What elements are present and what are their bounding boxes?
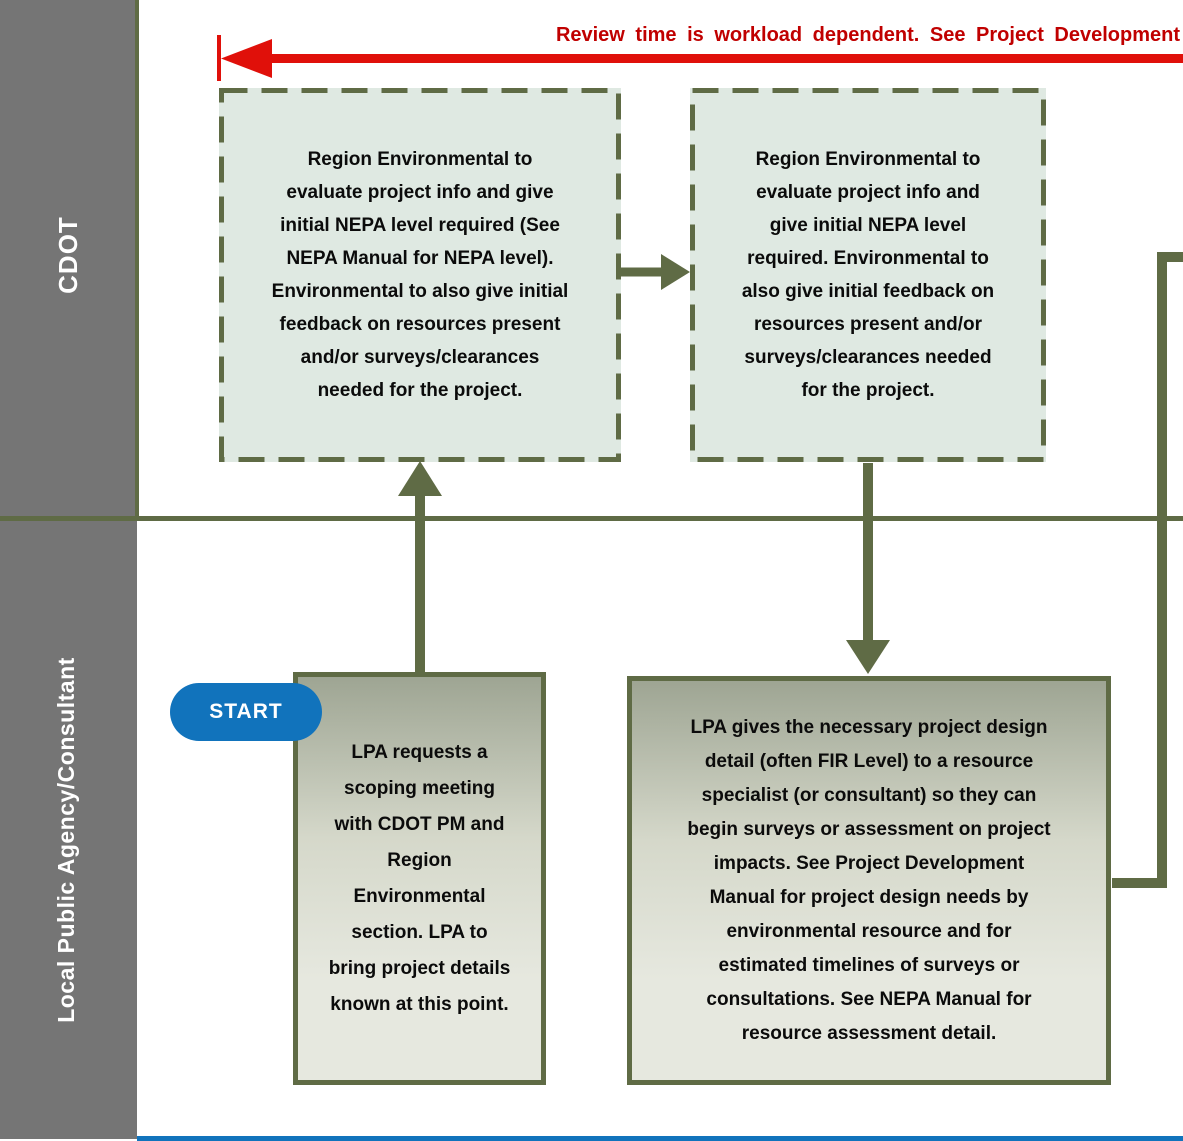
review-arrow-left-head-icon <box>221 39 272 78</box>
flow-arrow-down-head-icon <box>846 640 890 674</box>
bottom-blue-strip <box>137 1136 1183 1141</box>
lane-label-cdot: CDOT <box>52 216 83 294</box>
sidebar-border-line <box>135 0 139 518</box>
return-elbow-connector <box>1112 252 1183 888</box>
cdot-evaluate-box-1: Region Environmental to evaluate project… <box>219 88 621 462</box>
flow-arrow-right-head-icon <box>661 254 690 290</box>
swimlane-sidebar <box>0 0 137 1139</box>
cdot-evaluate-box-2: Region Environmental to evaluate project… <box>690 88 1046 462</box>
flow-arrow-up-head-icon <box>398 461 442 496</box>
lane-divider <box>0 516 1183 521</box>
lane-label-lpa: Local Public Agency/Consultant <box>52 657 79 1023</box>
start-badge: START <box>170 683 322 741</box>
review-time-note: Review time is workload dependent. See P… <box>555 24 1180 46</box>
lpa-design-box: LPA gives the necessary project design d… <box>627 676 1111 1085</box>
lpa-scoping-box: LPA requests a scoping meeting with CDOT… <box>293 672 546 1085</box>
